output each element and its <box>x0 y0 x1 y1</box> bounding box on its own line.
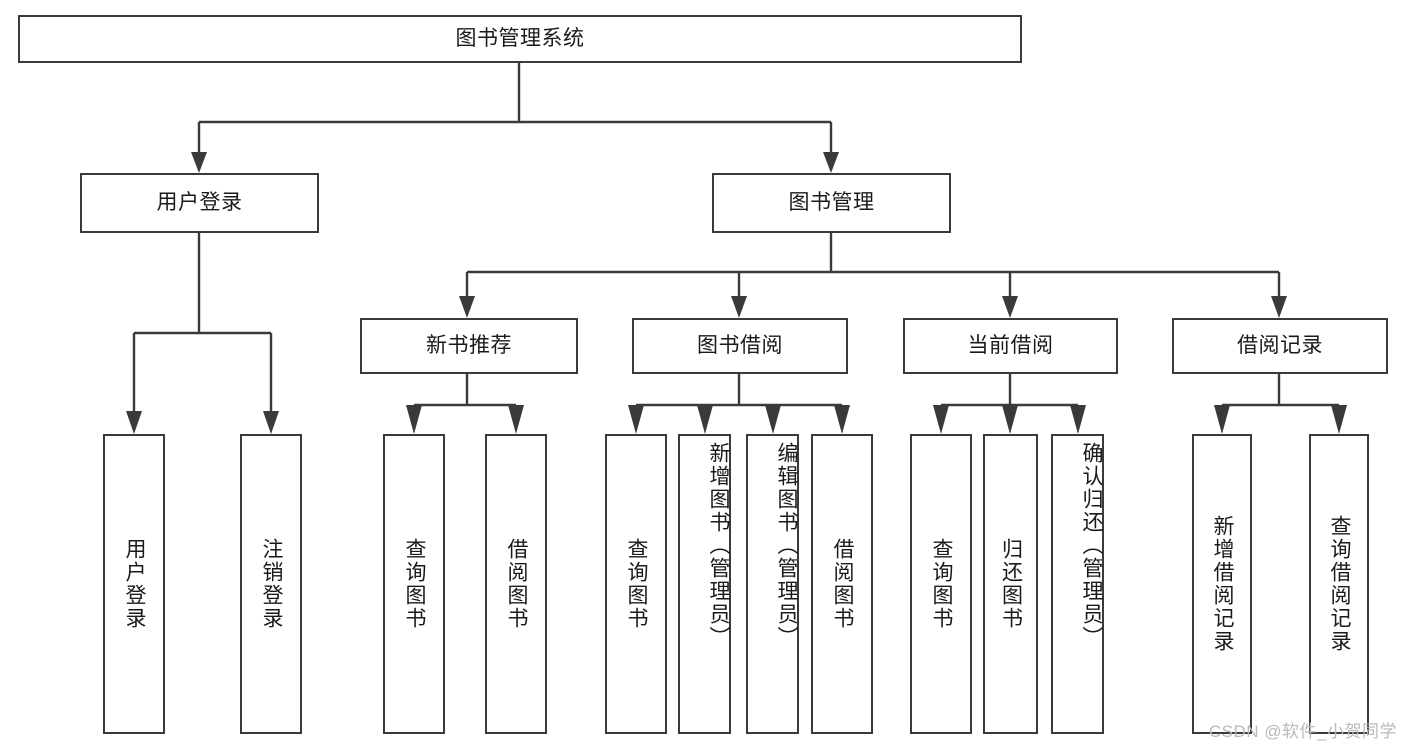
arrowhead-borrow-record <box>1271 296 1287 318</box>
leaf-newbook-query-book[interactable]: 查询图书 <box>383 434 445 734</box>
node-label: 图书管理 <box>788 190 875 214</box>
arrowhead-bookborrow-leaf-4 <box>834 405 850 434</box>
node-label: 图书管理系统 <box>455 26 585 50</box>
node-current-borrow[interactable]: 当前借阅 <box>903 318 1118 374</box>
node-label: 查询图书 <box>403 538 427 630</box>
arrowhead-new-book <box>459 296 475 318</box>
leaf-user-login[interactable]: 用户登录 <box>103 434 165 734</box>
arrowhead-newbook-leaf-1 <box>406 405 422 434</box>
arrowhead-leaf-logout <box>263 411 279 434</box>
arrowhead-bookborrow-leaf-3 <box>765 405 781 434</box>
node-label: 用户登录 <box>156 190 243 214</box>
node-label: 新书推荐 <box>426 333 512 357</box>
arrowhead-newbook-leaf-2 <box>508 405 524 434</box>
arrowhead-bookborrow-leaf-1 <box>628 405 644 434</box>
leaf-bookborrow-query-book[interactable]: 查询图书 <box>605 434 667 734</box>
node-user-login[interactable]: 用户登录 <box>80 173 319 233</box>
arrowhead-current-borrow <box>1002 296 1018 318</box>
node-label: 注销登录 <box>260 538 284 630</box>
arrowhead-borrowrecord-leaf-2 <box>1331 405 1347 434</box>
leaf-borrowrecord-query-record[interactable]: 查询借阅记录 <box>1309 434 1369 734</box>
leaf-logout[interactable]: 注销登录 <box>240 434 302 734</box>
leaf-bookborrow-borrow-book[interactable]: 借阅图书 <box>811 434 873 734</box>
leaf-bookborrow-edit-book-admin[interactable]: 编辑图书（管理员） <box>746 434 799 734</box>
arrowhead-book-manage <box>823 152 839 173</box>
node-label: 查询图书 <box>930 538 954 630</box>
node-label: 确认归还（管理员） <box>1080 442 1103 649</box>
node-label: 查询借阅记录 <box>1328 515 1352 653</box>
node-label: 借阅图书 <box>831 538 855 630</box>
leaf-newbook-borrow-book[interactable]: 借阅图书 <box>485 434 547 734</box>
arrowhead-leaf-user-login <box>126 411 142 434</box>
node-root-book-management-system[interactable]: 图书管理系统 <box>18 15 1022 63</box>
leaf-currentborrow-query-book[interactable]: 查询图书 <box>910 434 972 734</box>
node-book-management[interactable]: 图书管理 <box>712 173 951 233</box>
arrowhead-user-login <box>191 152 207 173</box>
leaf-currentborrow-return-book[interactable]: 归还图书 <box>983 434 1038 734</box>
node-label: 归还图书 <box>999 538 1023 630</box>
node-label: 查询图书 <box>625 538 649 630</box>
node-book-borrow[interactable]: 图书借阅 <box>632 318 848 374</box>
node-label: 当前借阅 <box>967 333 1054 357</box>
arrowhead-bookborrow-leaf-2 <box>697 405 713 434</box>
node-label: 编辑图书（管理员） <box>775 442 798 649</box>
leaf-currentborrow-confirm-return-admin[interactable]: 确认归还（管理员） <box>1051 434 1104 734</box>
arrowhead-currentborrow-leaf-1 <box>933 405 949 434</box>
node-label: 图书借阅 <box>697 333 783 357</box>
leaf-bookborrow-add-book-admin[interactable]: 新增图书（管理员） <box>678 434 731 734</box>
node-label: 用户登录 <box>123 538 147 630</box>
node-label: 借阅图书 <box>505 538 529 630</box>
arrowhead-borrowrecord-leaf-1 <box>1214 405 1230 434</box>
watermark-text: CSDN @软件_小贺同学 <box>1208 722 1397 741</box>
node-label: 新增图书（管理员） <box>707 442 730 649</box>
arrowhead-currentborrow-leaf-2 <box>1002 405 1018 434</box>
arrowhead-book-borrow <box>731 296 747 318</box>
node-label: 新增借阅记录 <box>1211 515 1235 653</box>
leaf-borrowrecord-add-record[interactable]: 新增借阅记录 <box>1192 434 1252 734</box>
node-label: 借阅记录 <box>1237 333 1323 357</box>
node-new-book-recommend[interactable]: 新书推荐 <box>360 318 578 374</box>
node-borrow-record[interactable]: 借阅记录 <box>1172 318 1388 374</box>
arrowhead-currentborrow-leaf-3 <box>1070 405 1086 434</box>
